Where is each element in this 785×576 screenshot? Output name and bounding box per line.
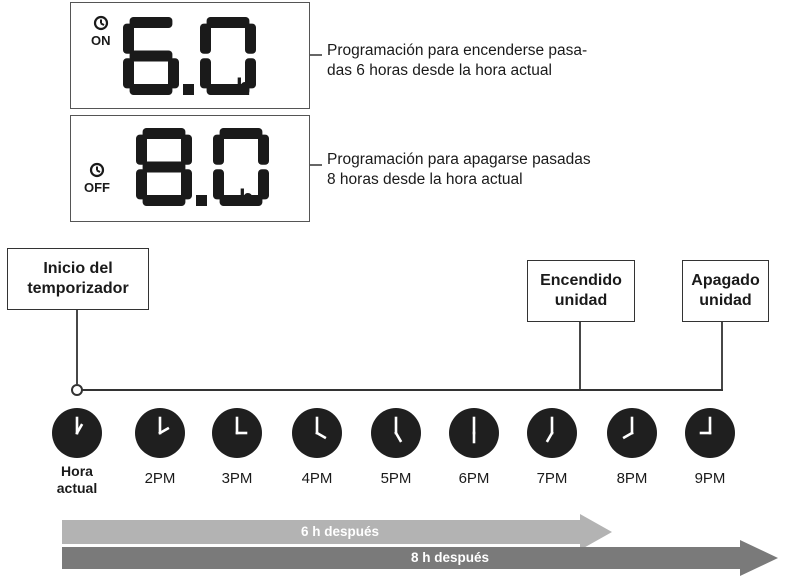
clock-icon [292, 408, 342, 458]
clock-icon [685, 408, 735, 458]
clock-icon [607, 408, 657, 458]
timeline-start-marker [71, 384, 83, 396]
lcd-segment [181, 169, 192, 200]
lcd-segment [168, 58, 179, 89]
timer-icon [89, 162, 105, 178]
lcd-segment [181, 134, 192, 165]
clock-label: 6PM [458, 470, 490, 487]
lcd-segment [258, 134, 269, 165]
clock-label: 4PM [301, 470, 333, 487]
clock-icon [527, 408, 577, 458]
lcd-segment [129, 17, 173, 28]
clock-icon [135, 408, 185, 458]
off-description: Programación para apagarse pasadas 8 hor… [327, 151, 591, 188]
lcd-segment [136, 169, 147, 200]
lcd-segment [206, 84, 250, 95]
clock-icon [52, 408, 102, 458]
timer-icon [93, 15, 109, 31]
clock-label: 8PM [616, 470, 648, 487]
lcd-on-display: ON h [70, 2, 310, 109]
lcd-segment [206, 17, 250, 28]
mode-off-text: OFF [84, 180, 110, 195]
lcd-unit-text: h [236, 74, 251, 101]
clock-icon [212, 408, 262, 458]
eight-hours-arrow [62, 540, 778, 576]
clock-row [52, 408, 735, 458]
lcd-off-digits: h [136, 128, 269, 212]
lcd-segment [200, 58, 211, 89]
on-description: Programación para encenderse pasa- das 6… [327, 42, 588, 79]
lcd-segment [219, 128, 263, 139]
lcd-segment [219, 195, 263, 206]
lcd-unit-text: h [239, 185, 254, 212]
six-hours-label: 6 h después [300, 524, 380, 539]
lcd-decimal-point [196, 195, 207, 206]
eight-hours-label: 8 h después [410, 550, 490, 565]
clock-label: 5PM [380, 470, 412, 487]
clock-label: 3PM [221, 470, 253, 487]
lcd-segment [142, 195, 186, 206]
lcd-segment [129, 84, 173, 95]
lcd-segment [200, 23, 211, 54]
lcd-segment [136, 134, 147, 165]
clock-label: 7PM [536, 470, 568, 487]
unit-on-box: Encendido unidad [527, 260, 635, 322]
clock-label: 9PM [694, 470, 726, 487]
mode-on-text: ON [91, 33, 111, 48]
lcd-segment [123, 58, 134, 89]
lcd-on-digits: h [123, 17, 256, 101]
lcd-off-graphic: OFF h [84, 128, 269, 212]
lcd-segment [213, 134, 224, 165]
lcd-segment [142, 128, 186, 139]
clock-label: 2PM [144, 470, 176, 487]
lcd-segment [142, 161, 186, 173]
lcd-segment [258, 169, 269, 200]
lcd-segment [129, 50, 173, 62]
lcd-segment [245, 23, 256, 54]
lcd-segment [245, 58, 256, 89]
lcd-decimal-point [183, 84, 194, 95]
clock-icon [371, 408, 421, 458]
start-timer-box: Inicio del temporizador [7, 248, 149, 310]
lcd-on-graphic: ON h [91, 15, 256, 101]
lcd-segment [213, 169, 224, 200]
unit-off-box: Apagado unidad [682, 260, 769, 322]
clock-icon [449, 408, 499, 458]
six-hours-arrow [62, 514, 612, 550]
lcd-segment [123, 23, 134, 54]
lcd-off-display: OFF h [70, 115, 310, 222]
